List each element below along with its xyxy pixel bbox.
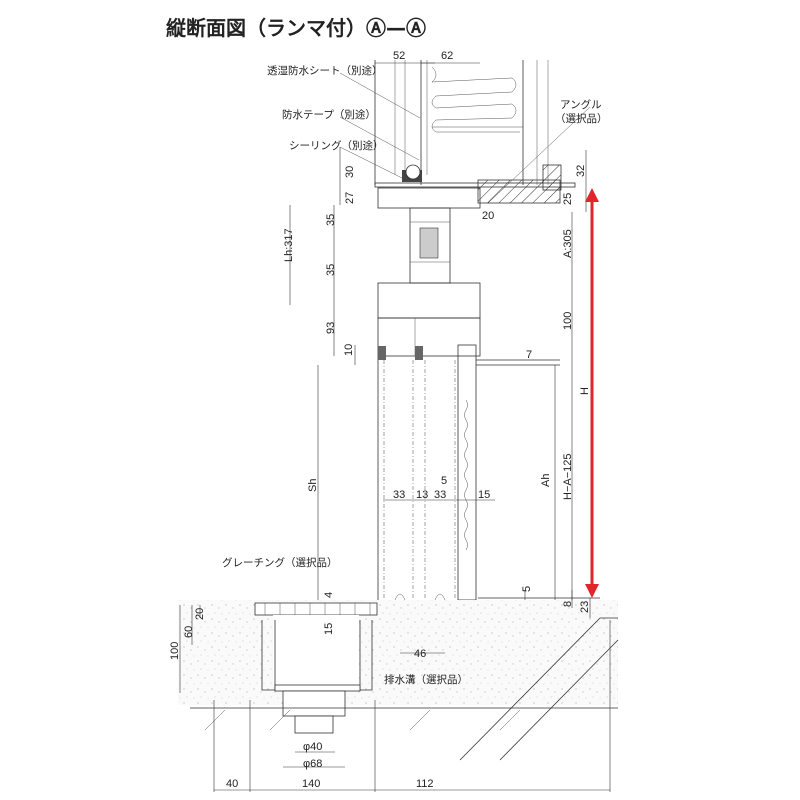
dim-lh317: Lh:317 — [283, 228, 295, 262]
dim-5-bottom: 5 — [521, 586, 533, 592]
dim-20-top: 20 — [482, 210, 494, 222]
dim-35a: 35 — [325, 214, 337, 226]
dim-93: 93 — [325, 322, 337, 334]
dim-13: 13 — [416, 489, 428, 501]
dim-8: 8 — [562, 601, 574, 607]
dim-30: 30 — [344, 166, 356, 178]
door-panels — [377, 344, 560, 601]
dim-52: 52 — [393, 50, 405, 62]
dim-60: 60 — [183, 626, 195, 638]
height-arrow — [585, 188, 599, 598]
dim-140: 140 — [302, 778, 320, 790]
dim-7: 7 — [526, 349, 532, 361]
label-angle: アングル — [560, 98, 602, 111]
dim-33b: 33 — [434, 489, 446, 501]
dim-33a: 33 — [393, 489, 405, 501]
dim-phi40: φ40 — [303, 741, 322, 753]
dim-5-mid: 5 — [441, 475, 447, 487]
dim-H: H — [579, 387, 591, 395]
dim-sh: Sh — [307, 479, 319, 492]
label-waterproof-tape: 防水テープ（別途） — [282, 108, 376, 121]
dim-15-mid: 15 — [478, 489, 490, 501]
dim-32: 32 — [575, 165, 587, 177]
dim-23: 23 — [579, 601, 591, 613]
wall-section — [339, 60, 591, 204]
label-moisture-sheet: 透湿防水シート（別途） — [267, 64, 383, 77]
label-angle-sub: （選択品） — [555, 112, 608, 125]
dim-100-left: 100 — [169, 642, 181, 660]
dim-20-left: 20 — [194, 608, 206, 620]
dim-46: 46 — [414, 648, 426, 660]
dim-100-right: 100 — [562, 312, 574, 330]
label-sealing: シーリング（別途） — [289, 139, 384, 152]
dim-25: 25 — [562, 193, 574, 205]
dim-40: 40 — [226, 778, 238, 790]
dim-27: 27 — [344, 192, 356, 204]
dim-ah: Ah — [540, 474, 552, 487]
dim-35b: 35 — [325, 264, 337, 276]
floor-section — [178, 593, 619, 761]
dimension-lines — [179, 62, 611, 792]
dim-62: 62 — [441, 50, 453, 62]
dim-a305: A:305 — [562, 229, 574, 258]
transom-frame — [377, 187, 481, 357]
label-drain: 排水溝（選択品） — [384, 673, 468, 686]
dim-phi68: φ68 — [303, 758, 322, 770]
dim-4: 4 — [323, 592, 335, 598]
drawing-title: 縦断面図（ランマ付）Ⓐ—Ⓐ — [166, 16, 426, 40]
dim-10: 10 — [343, 344, 355, 356]
dim-h-a-125: H−A−125 — [562, 454, 574, 500]
dim-112: 112 — [416, 778, 434, 790]
label-grating: グレーチング（選択品） — [222, 556, 338, 569]
dim-15-grating: 15 — [323, 623, 335, 635]
